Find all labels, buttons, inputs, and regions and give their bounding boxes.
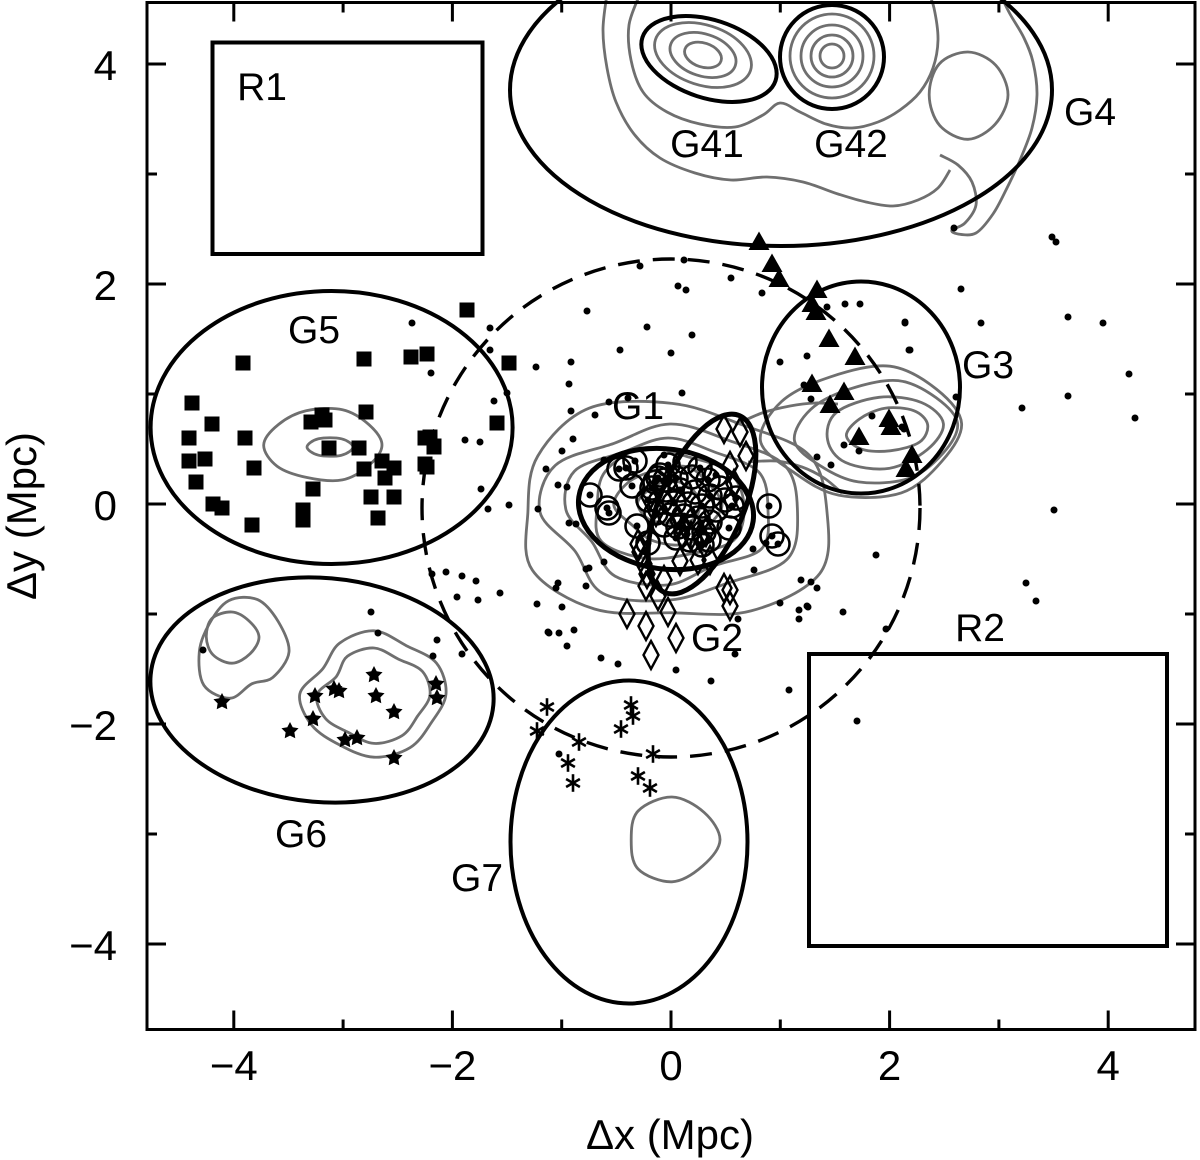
svg-text:G41: G41	[670, 123, 744, 166]
svg-text:G2: G2	[691, 617, 743, 660]
svg-text:2: 2	[878, 1042, 901, 1089]
svg-text:R1: R1	[237, 66, 287, 109]
svg-text:G3: G3	[962, 344, 1014, 387]
svg-text:0: 0	[659, 1042, 682, 1089]
svg-text:G7: G7	[451, 857, 503, 900]
svg-text:4: 4	[1097, 1042, 1120, 1089]
svg-text:−2: −2	[69, 702, 117, 749]
svg-text:−2: −2	[428, 1042, 476, 1089]
svg-text:−4: −4	[210, 1042, 258, 1089]
svg-text:R2: R2	[955, 607, 1005, 650]
svg-text:G1: G1	[612, 385, 664, 428]
svg-text:G6: G6	[275, 813, 327, 856]
svg-text:G42: G42	[814, 123, 888, 166]
svg-text:G4: G4	[1064, 91, 1116, 134]
svg-text:Δy (Mpc): Δy (Mpc)	[0, 432, 45, 600]
svg-text:4: 4	[94, 42, 117, 89]
svg-text:0: 0	[94, 482, 117, 529]
svg-text:−4: −4	[69, 922, 117, 969]
svg-text:G5: G5	[288, 309, 340, 352]
svg-text:2: 2	[94, 262, 117, 309]
svg-text:Δx (Mpc): Δx (Mpc)	[586, 1111, 754, 1158]
